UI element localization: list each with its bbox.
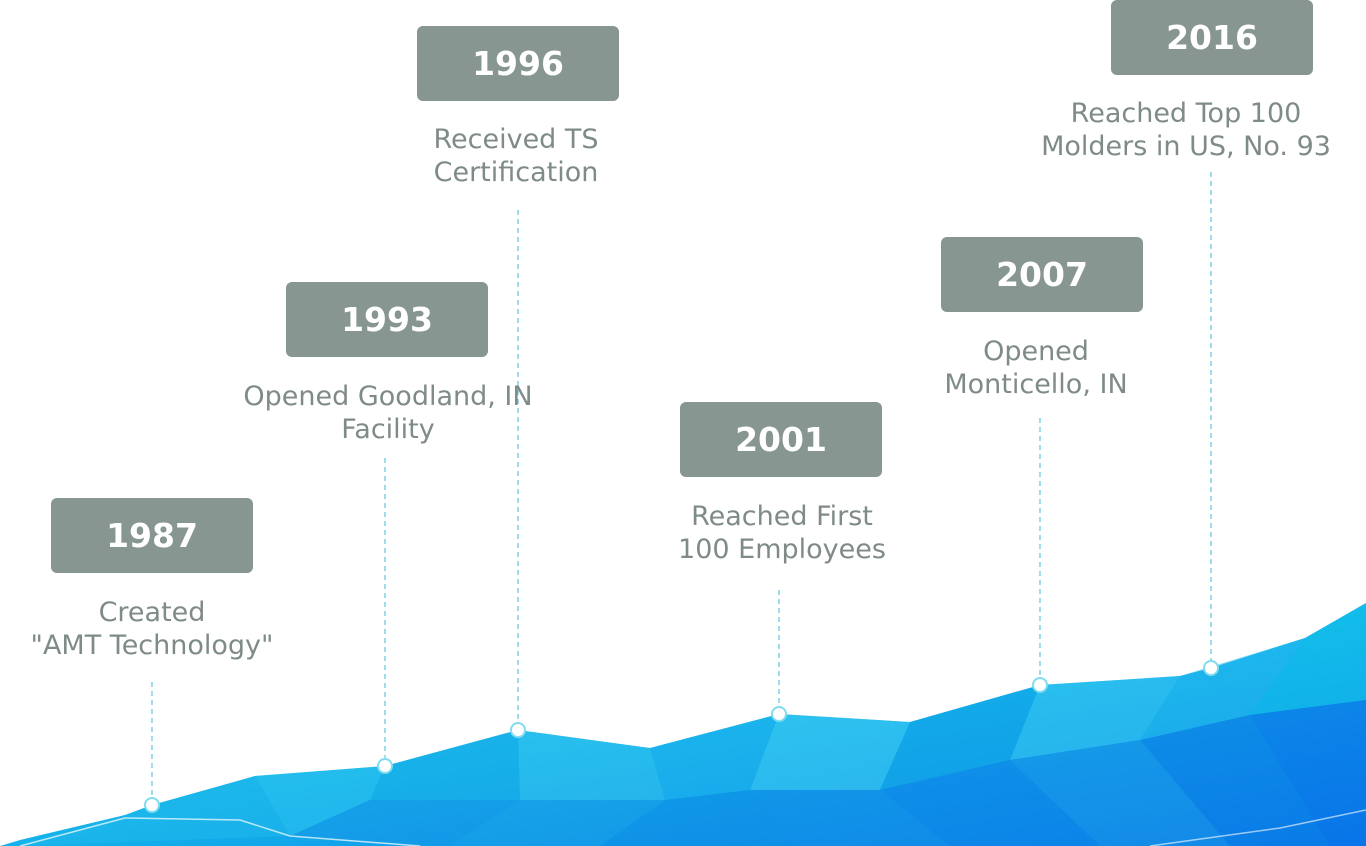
year-badge-1996: 1996 — [417, 26, 619, 101]
description-line: Molders in US, No. 93 — [1041, 131, 1331, 162]
year-label: 1993 — [341, 300, 433, 339]
description-line: Created — [98, 597, 206, 628]
mountain-facet — [1010, 676, 1180, 760]
year-label: 2007 — [996, 255, 1088, 294]
mountain-facet — [1140, 715, 1330, 846]
mountain-edge-line — [19, 817, 421, 846]
description-line: 100 Employees — [678, 534, 886, 565]
description-line: Opened — [983, 336, 1089, 367]
mountain-edge-line — [1149, 809, 1366, 846]
mountain-shape — [0, 603, 1366, 846]
timeline-markers — [144, 660, 1219, 813]
milestone-description-2001: Reached First 100 Employees — [602, 500, 962, 566]
timeline-marker-2016 — [1203, 660, 1219, 676]
description-line: Certification — [433, 157, 599, 188]
mountain-facet — [750, 714, 910, 790]
mountain-facet — [880, 685, 1040, 790]
mountain-facet — [600, 790, 800, 846]
mountain-facet — [1250, 603, 1366, 715]
timeline-marker-1996 — [510, 722, 526, 738]
year-badge-1993: 1993 — [286, 282, 488, 357]
milestone-description-1987: Created "AMT Technology" — [0, 596, 332, 662]
year-label: 1987 — [106, 516, 198, 555]
mountain-facet — [1010, 740, 1230, 846]
mountain-facet — [290, 800, 520, 846]
year-badge-1987: 1987 — [51, 498, 253, 573]
year-badge-2001: 2001 — [680, 402, 882, 477]
mountain-facet — [650, 714, 779, 800]
mountain-facet — [370, 730, 520, 800]
year-badge-2007: 2007 — [941, 237, 1143, 312]
milestone-description-1993: Opened Goodland, IN Facility — [208, 380, 568, 446]
year-label: 2001 — [735, 420, 827, 459]
mountain-facet — [880, 760, 1100, 846]
timeline-marker-2007 — [1032, 677, 1048, 693]
mountain-facet — [1140, 638, 1305, 740]
description-line: Monticello, IN — [944, 369, 1128, 400]
mountain-facet — [750, 790, 950, 846]
connector-lines — [151, 172, 1212, 797]
timeline-marker-1987 — [144, 797, 160, 813]
milestone-description-1996: Received TS Certification — [336, 123, 696, 189]
description-line: Received TS — [433, 124, 599, 155]
mountain-facet — [518, 730, 665, 800]
description-line: Reached Top 100 — [1070, 98, 1302, 129]
year-label: 1996 — [472, 44, 564, 83]
mountain-facet — [255, 766, 385, 836]
timeline-marker-2001 — [771, 706, 787, 722]
description-line: "AMT Technology" — [30, 630, 274, 661]
mountain-facet — [1250, 700, 1366, 846]
description-line: Facility — [341, 414, 435, 445]
milestone-description-2016: Reached Top 100 Molders in US, No. 93 — [1006, 97, 1366, 163]
timeline-marker-1993 — [377, 758, 393, 774]
year-badge-2016: 2016 — [1111, 0, 1313, 75]
mountain-facet — [450, 800, 665, 846]
description-line: Reached First — [691, 501, 873, 532]
milestone-description-2007: Opened Monticello, IN — [856, 335, 1216, 401]
year-label: 2016 — [1166, 18, 1258, 57]
description-line: Opened Goodland, IN — [243, 381, 533, 412]
